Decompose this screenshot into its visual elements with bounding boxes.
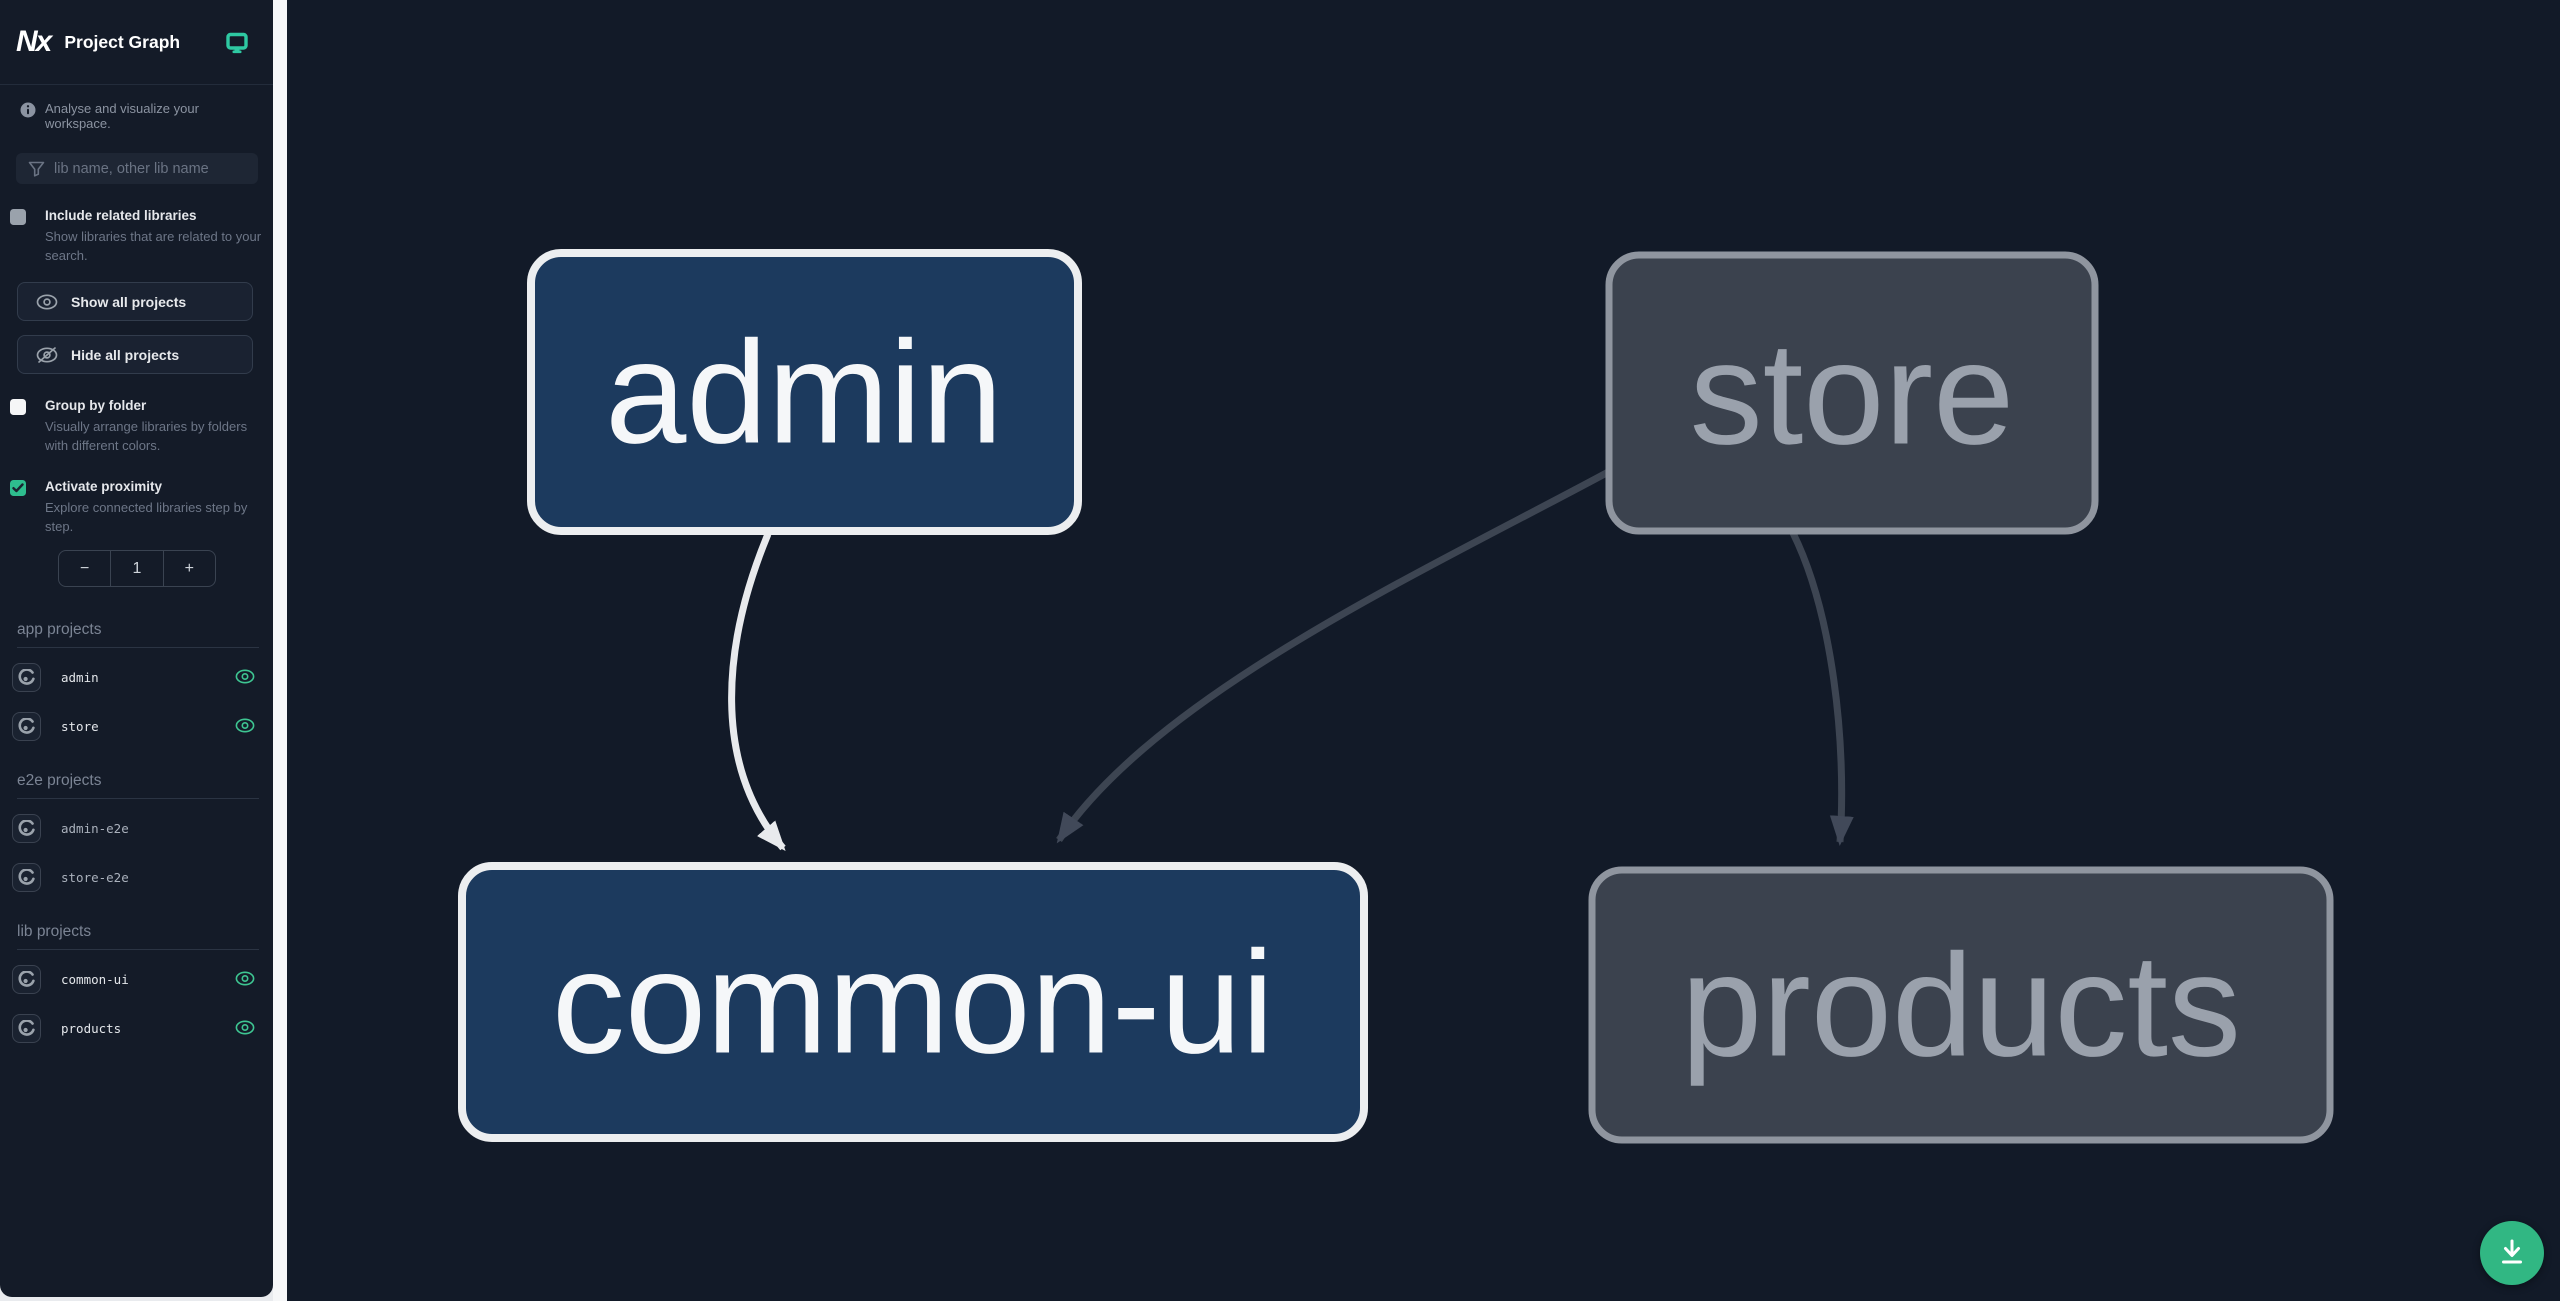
toggle-visibility-eye-icon[interactable] [235,718,255,733]
graph-node-admin[interactable]: admin [527,249,1082,535]
option-include-related: Include related libraries Show libraries… [0,208,273,265]
toggle-visibility-eye-icon[interactable] [235,971,255,986]
focus-project-button[interactable] [12,1013,41,1043]
node-label: admin [605,311,1003,474]
group-by-folder-description: Visually arrange libraries by folders wi… [45,419,248,453]
activate-proximity-checkbox[interactable] [10,480,26,496]
section-e2e-projects: e2e projects [17,746,259,799]
node-label: common-ui [552,921,1274,1084]
node-label: products [1681,924,2241,1087]
info-icon [20,102,36,118]
project-name: store [61,718,99,734]
show-all-projects-label: Show all projects [71,293,187,310]
project-row-products: products [0,1008,273,1048]
eye-off-icon [36,346,58,363]
project-row-common-ui: common-ui [0,959,273,999]
project-name: admin [61,669,99,685]
project-row-store: store [0,706,273,746]
download-image-button[interactable] [2480,1221,2544,1285]
graph-node-products[interactable]: products [1588,866,2334,1144]
focus-icon [18,717,35,734]
section-lib-projects: lib projects [17,897,259,950]
project-name: products [61,1020,122,1036]
group-by-folder-label[interactable]: Group by folder [45,398,147,413]
focus-project-button[interactable] [12,964,41,994]
section-app-projects: app projects [17,587,259,648]
include-related-checkbox[interactable] [10,209,26,225]
edge-store-to-products [1789,531,1854,846]
workspace-hint: Analyse and visualize your workspace. [0,85,273,131]
toggle-visibility-eye-icon[interactable] [235,669,255,684]
include-related-label[interactable]: Include related libraries [45,208,197,223]
filter-icon [28,161,45,177]
activate-proximity-description: Explore connected libraries step by step… [45,500,248,534]
node-label: store [1690,312,2015,475]
option-group-by-folder: Group by folder Visually arrange librari… [0,398,273,455]
proximity-increment-button[interactable]: + [162,551,215,586]
focus-icon [18,970,35,987]
eye-icon [36,293,58,310]
group-by-folder-checkbox[interactable] [10,399,26,415]
toggle-visibility-eye-icon[interactable] [235,1020,255,1035]
activate-proximity-label[interactable]: Activate proximity [45,479,163,494]
nx-logo: Nx [16,25,52,58]
proximity-decrement-button[interactable]: − [79,559,90,577]
download-icon [2502,1239,2522,1264]
project-row-admin: admin [0,657,273,697]
check-icon [12,483,24,493]
focus-icon [18,868,35,885]
hide-all-projects-button[interactable]: Hide all projects [17,335,253,374]
proximity-stepper: − 1 + [58,550,216,587]
show-all-projects-button[interactable]: Show all projects [17,282,253,321]
edge-admin-to-common-ui [728,532,786,852]
edge-store-to-common-ui [1056,466,1614,844]
focus-project-button[interactable] [12,711,41,741]
project-name: store-e2e [61,869,129,885]
project-row-admin-e2e: admin-e2e [0,808,273,848]
focus-project-button[interactable] [12,662,41,692]
project-name: admin-e2e [61,820,129,836]
focus-project-button[interactable] [12,862,41,892]
option-activate-proximity: Activate proximity Explore connected lib… [0,479,273,536]
sidebar-panel: Nx Project Graph Analyse and visualize y… [0,0,273,1297]
focus-project-button[interactable] [12,813,41,843]
graph-node-common-ui[interactable]: common-ui [458,862,1368,1142]
graph-canvas[interactable]: admin store common-ui products [287,0,2560,1301]
project-name: common-ui [61,971,129,987]
proximity-value[interactable]: 1 [110,551,162,586]
filter [16,153,258,184]
monitor-icon [225,31,249,55]
search-input[interactable] [16,153,258,184]
focus-icon [18,819,35,836]
project-row-store-e2e: store-e2e [0,857,273,897]
sidebar-header: Nx Project Graph [0,0,273,85]
include-related-description: Show libraries that are related to your … [45,229,262,263]
sidebar: Nx Project Graph Analyse and visualize y… [0,0,273,1301]
hide-all-projects-label: Hide all projects [71,346,180,363]
workspace-hint-text: Analyse and visualize your workspace. [45,101,199,131]
focus-icon [18,668,35,685]
page-title: Project Graph [64,31,181,52]
graph-node-store[interactable]: store [1605,251,2099,535]
sidebar-scrollbar[interactable] [273,0,287,1301]
focus-icon [18,1019,35,1036]
